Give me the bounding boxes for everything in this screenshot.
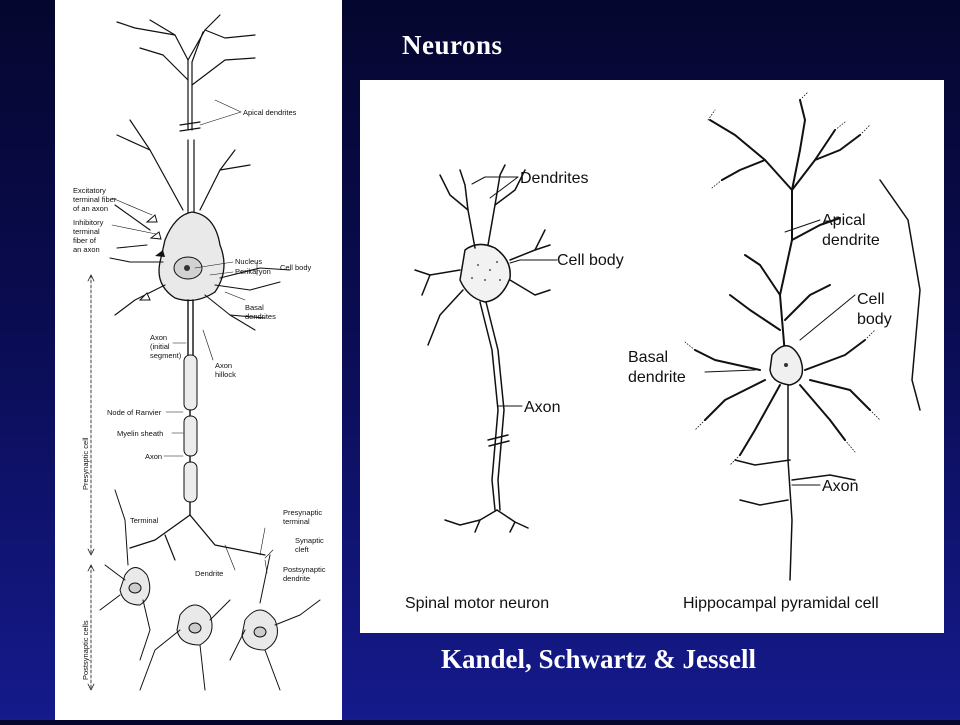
basal-dendrites-drawing	[109, 204, 291, 331]
input-terminals	[138, 214, 165, 301]
postsynaptic-dendrite-label-1: Postsynaptic	[283, 565, 326, 574]
credit-text: Kandel, Schwartz & Jessell	[441, 644, 756, 674]
spinal-motor-neuron-drawing	[414, 164, 551, 533]
neuron-types-diagram: Dendrites Cell body Axon Apical dendrite…	[405, 91, 921, 612]
node-of-ranvier-label: Node of Ranvier	[107, 408, 162, 417]
apical-dendrites-label: Apical dendrites	[243, 108, 297, 117]
myelin-sheath-label: Myelin sheath	[117, 429, 163, 438]
axon-initial-segment-label-3: segment)	[150, 351, 182, 360]
postsynaptic-cells-drawing	[99, 489, 321, 691]
neuron-diagram: Apical dendrites Excitatory terminal fib…	[73, 14, 326, 691]
synaptic-cleft-label-1: Synaptic	[295, 536, 324, 545]
slide-title: Neurons	[402, 30, 503, 60]
basal-dendrites-label-2: dendrites	[245, 312, 276, 321]
axon-drawing	[129, 299, 266, 561]
apical-dendrite-label-2: dendrite	[822, 232, 880, 249]
inhibitory-label-4: an axon	[73, 245, 100, 254]
synaptic-cleft-label-2: cleft	[295, 545, 310, 554]
leader-lines	[111, 99, 274, 574]
presynaptic-terminal-label-1: Presynaptic	[283, 508, 322, 517]
postsynaptic-cells-label: Postsynaptic cells	[81, 620, 90, 680]
postsynaptic-dendrite-label-2: dendrite	[283, 574, 310, 583]
basal-dendrite-label-1: Basal	[628, 349, 668, 366]
perikaryon-label: Perikaryon	[235, 267, 271, 276]
nucleus-label: Nucleus	[235, 257, 262, 266]
spinal-motor-neuron-caption: Spinal motor neuron	[405, 595, 549, 612]
axon-hillock-label-1: Axon	[215, 361, 232, 370]
inhibitory-label-1: Inhibitory	[73, 218, 104, 227]
pyramidal-axon-label: Axon	[822, 478, 858, 495]
cell-body-drawing	[158, 211, 225, 302]
basal-dendrite-label-2: dendrite	[628, 369, 686, 386]
pyramidal-cell-body-label-2: body	[857, 311, 892, 328]
excitatory-label-2: terminal fiber	[73, 195, 117, 204]
apical-dendrite-label-1: Apical	[822, 212, 866, 229]
neuron-types-panel: Dendrites Cell body Axon Apical dendrite…	[360, 80, 944, 633]
neuron-diagram-panel: Apical dendrites Excitatory terminal fib…	[55, 0, 342, 720]
inhibitory-label-3: fiber of	[73, 236, 97, 245]
cell-range-arrows	[87, 274, 95, 691]
right-leader-lines	[471, 176, 856, 486]
presynaptic-cell-label: Presynaptic cell	[81, 437, 90, 490]
terminal-label: Terminal	[130, 516, 159, 525]
excitatory-label-3: of an axon	[73, 204, 108, 213]
motor-axon-label: Axon	[524, 399, 560, 416]
inhibitory-label-2: terminal	[73, 227, 100, 236]
axon-initial-segment-label-1: Axon	[150, 333, 167, 342]
hippocampal-pyramidal-cell-caption: Hippocampal pyramidal cell	[683, 595, 879, 612]
axon-label: Axon	[145, 452, 162, 461]
axon-initial-segment-label-2: (initial	[150, 342, 170, 351]
presynaptic-terminal-label-2: terminal	[283, 517, 310, 526]
excitatory-label-1: Excitatory	[73, 186, 106, 195]
motor-cell-body-label: Cell body	[557, 252, 624, 269]
hippocampal-pyramidal-cell-drawing	[684, 91, 921, 581]
cell-body-label: Cell body	[280, 263, 312, 272]
dendrites-label: Dendrites	[520, 170, 588, 187]
dendrite-label: Dendrite	[195, 569, 223, 578]
axon-hillock-label-2: hillock	[215, 370, 236, 379]
apical-dendrites-drawing	[116, 14, 256, 216]
basal-dendrites-label-1: Basal	[245, 303, 264, 312]
pyramidal-cell-body-label-1: Cell	[857, 291, 885, 308]
